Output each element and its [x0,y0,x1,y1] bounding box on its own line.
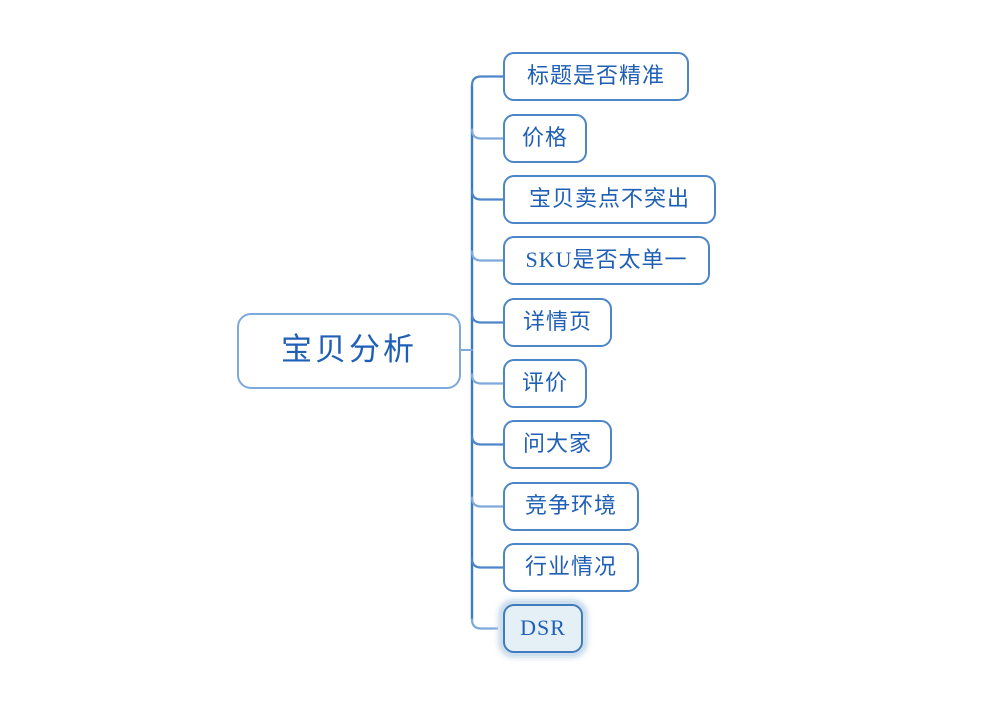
node-label: 问大家 [522,430,592,456]
node-label: DSR [520,614,566,640]
mindmap-child-node-3[interactable]: 宝贝卖点不突出 [503,175,716,224]
node-label: 行业情况 [524,553,617,579]
mindmap-root-node[interactable]: 宝贝分析 [237,313,461,389]
mindmap-child-node-10[interactable]: DSR [503,604,583,653]
node-label: SKU是否太单一 [525,246,688,272]
connector [470,618,505,630]
node-label: 标题是否精准 [526,62,665,88]
connector [470,434,505,446]
connector [470,75,505,87]
node-label: 详情页 [522,308,592,334]
mindmap-child-node-1[interactable]: 标题是否精准 [503,52,689,101]
connector [470,496,505,508]
mindmap-child-node-8[interactable]: 竞争环境 [503,482,639,531]
mindmap-child-node-7[interactable]: 问大家 [503,420,612,469]
mindmap-child-node-6[interactable]: 评价 [503,359,587,408]
connector [470,128,505,140]
node-label: 价格 [521,124,568,150]
node-label: 评价 [521,369,568,395]
mindmap-child-node-2[interactable]: 价格 [503,114,587,163]
mindmap-child-node-5[interactable]: 详情页 [503,298,612,347]
connector [470,557,505,569]
mindmap-child-node-9[interactable]: 行业情况 [503,543,639,592]
mindmap-child-node-4[interactable]: SKU是否太单一 [503,236,710,285]
node-label: 宝贝卖点不突出 [528,185,690,211]
connector [470,250,505,262]
connector [470,312,505,324]
connector [470,189,505,201]
connector [470,373,505,385]
node-label: 宝贝分析 [281,331,417,367]
node-label: 竞争环境 [524,492,617,518]
